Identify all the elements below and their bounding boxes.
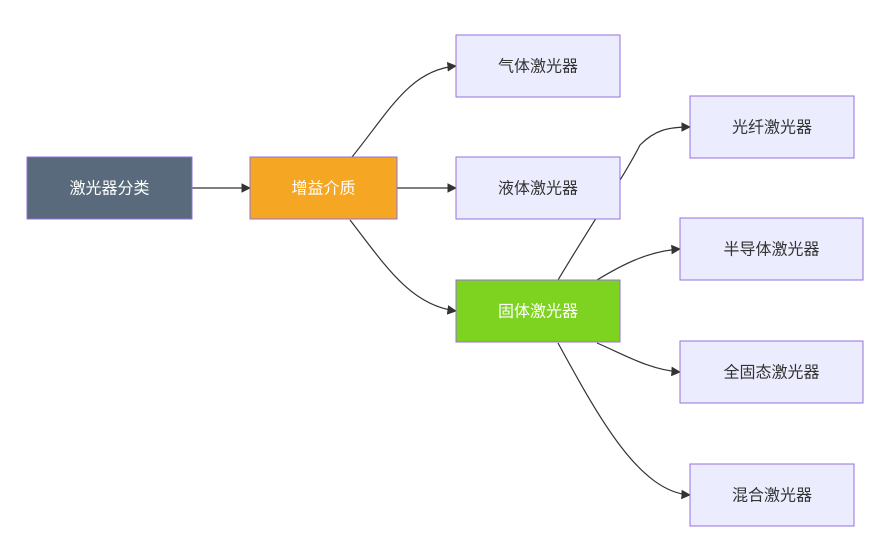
edges: [192, 61, 691, 500]
node-semiconductor-box: [679, 217, 864, 281]
edge-solid-fiber: [557, 122, 691, 281]
node-gas-box: [455, 34, 621, 98]
node-gain-label: 增益介质: [291, 179, 355, 198]
node-root-label: 激光器分类: [69, 179, 149, 198]
edge-gain-solid: [349, 219, 457, 315]
node-hybrid: 混合激光器: [689, 463, 855, 527]
node-gas: 气体激光器: [455, 34, 621, 98]
node-solid-label: 固体激光器: [498, 302, 578, 321]
node-hybrid-label: 混合激光器: [732, 486, 812, 505]
node-semiconductor-label: 半导体激光器: [723, 240, 819, 259]
node-hybrid-box: [689, 463, 855, 527]
edge-solid-allsolid: [596, 342, 681, 377]
node-fiber-label: 光纤激光器: [732, 118, 812, 137]
node-allsolid: 全固态激光器: [679, 340, 864, 404]
node-liquid-box: [455, 156, 621, 220]
node-semiconductor: 半导体激光器: [679, 217, 864, 281]
node-gain: 增益介质: [249, 156, 398, 220]
node-gas-label: 气体激光器: [498, 57, 578, 76]
node-liquid: 液体激光器: [455, 156, 621, 220]
node-gain-box: [249, 156, 398, 220]
node-root-box: [26, 156, 193, 220]
edge-solid-hybrid: [557, 342, 691, 500]
node-allsolid-box: [679, 340, 864, 404]
node-solid-box: [455, 279, 621, 343]
edge-gain-gas: [351, 61, 457, 158]
node-allsolid-label: 全固态激光器: [723, 363, 819, 382]
node-fiber-box: [689, 95, 855, 159]
edge-solid-semiconductor: [596, 244, 681, 281]
node-fiber: 光纤激光器: [689, 95, 855, 159]
node-solid: 固体激光器: [455, 279, 621, 343]
node-root: 激光器分类: [26, 156, 193, 220]
node-liquid-label: 液体激光器: [498, 179, 578, 198]
